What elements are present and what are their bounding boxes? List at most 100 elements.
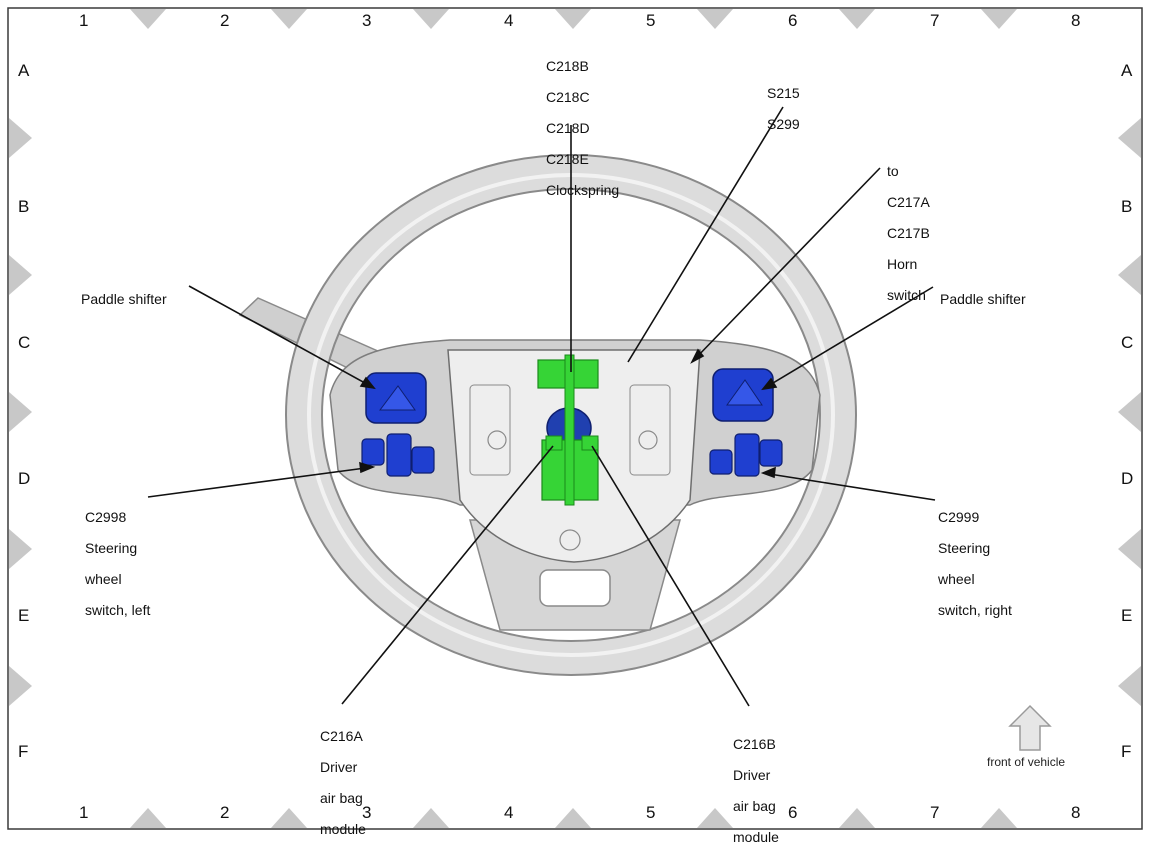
callout-switch-left: C2998 Steering wheel switch, left (85, 494, 150, 634)
leader-horn (691, 167, 881, 363)
callout-line: C218E (546, 150, 589, 167)
switch-right-button-3 (759, 439, 783, 467)
switch-right-button-1 (709, 449, 733, 475)
clockspring-harness (564, 354, 575, 506)
callout-line: switch, right (938, 601, 1012, 618)
zone-marker-left (9, 255, 32, 295)
leader-switch-left (147, 466, 374, 498)
zone-marker-left (9, 666, 32, 706)
grid-row-label: D (1121, 469, 1134, 488)
callout-airbag-b: C216B Driver air bag module (733, 721, 779, 861)
arrowhead-paddle-right (761, 377, 778, 391)
callout-splice: S215 S299 (767, 70, 800, 148)
callout-line: C216A (320, 727, 363, 744)
grid-row-label: B (1121, 197, 1133, 216)
switch-left-button-1 (361, 438, 385, 466)
grid-column-label: 7 (930, 11, 940, 30)
cavity-bracket-right (629, 384, 671, 476)
leader-airbag-b (591, 445, 750, 707)
zone-marker-top (271, 9, 307, 29)
grid-column-label: 3 (362, 803, 372, 822)
arrowhead-switch-left (359, 461, 376, 474)
callout-line: Driver (733, 766, 771, 783)
paddle-shifter-left-detail (379, 385, 416, 411)
leader-airbag-a (341, 445, 554, 705)
callout-line: C2998 (85, 508, 127, 525)
zone-marker-left (9, 392, 32, 432)
callout-line: Horn (887, 255, 918, 272)
wheel-rim (284, 154, 858, 676)
airbag-connector-b (581, 435, 599, 451)
callout-horn-switch: to C217A C217B Horn switch (887, 148, 930, 319)
zone-marker-right (1118, 255, 1141, 295)
steering-wheel (238, 154, 858, 676)
callout-line: Steering (938, 539, 991, 556)
callout-line: C218D (546, 119, 590, 136)
leader-paddle-right (762, 286, 934, 390)
zone-marker-right (1118, 529, 1141, 569)
arrowhead-switch-right (760, 466, 776, 479)
cavity-bolt-left (487, 430, 507, 450)
grid-row-label: F (18, 742, 29, 761)
callout-line: to (887, 162, 899, 179)
callout-line: switch (887, 286, 926, 303)
paddle-shifter-right-detail (726, 379, 763, 406)
callout-line: C217A (887, 193, 930, 210)
cavity-bolt-right (638, 430, 658, 450)
leader-paddle-left (188, 285, 375, 389)
callout-line: Driver (320, 758, 358, 775)
callout-clockspring: C218B C218C C218D C218E Clockspring (546, 43, 619, 214)
grid-row-label: A (18, 61, 30, 80)
grid-column-label: 1 (79, 11, 89, 30)
grid-column-label: 5 (646, 11, 656, 30)
grid-zone-markers (9, 9, 1141, 828)
zone-marker-bottom (697, 808, 733, 828)
arrowhead-horn (690, 348, 705, 364)
grid-column-label: 7 (930, 803, 940, 822)
grid-row-label: E (18, 606, 30, 625)
callout-line: wheel (938, 570, 975, 587)
grid-row-label: C (18, 333, 31, 352)
zone-marker-top (839, 9, 875, 29)
callout-line: C218C (546, 88, 590, 105)
callout-line: Steering (85, 539, 138, 556)
grid-column-label: 6 (788, 803, 798, 822)
callout-line: wheel (85, 570, 122, 587)
spoke-cutout (539, 569, 611, 607)
grid-column-label: 2 (220, 803, 230, 822)
callout-line: Paddle shifter (940, 290, 1026, 307)
zone-marker-top (981, 9, 1017, 29)
callout-line: S215 (767, 84, 800, 101)
callout-line: C218B (546, 57, 589, 74)
zone-marker-bottom (839, 808, 875, 828)
grid-row-label: B (18, 197, 30, 216)
zone-marker-right (1118, 392, 1141, 432)
zone-marker-top (555, 9, 591, 29)
callout-line: air bag (733, 797, 776, 814)
cavity-bracket-left (469, 384, 511, 476)
airbag-connector-a (545, 435, 563, 451)
grid-column-label: 2 (220, 11, 230, 30)
callout-line: Paddle shifter (81, 290, 167, 307)
grid-row-label: E (1121, 606, 1133, 625)
zone-marker-left (9, 529, 32, 569)
callout-switch-right: C2999 Steering wheel switch, right (938, 494, 1012, 634)
diagram-frame (7, 7, 1143, 830)
zone-marker-top (413, 9, 449, 29)
zone-marker-bottom (555, 808, 591, 828)
grid-column-label: 6 (788, 11, 798, 30)
location-diagram: 1 2 3 4 5 6 7 8 1 2 3 4 5 6 7 8 A B C D … (7, 7, 1143, 844)
switch-right-button-2 (734, 433, 760, 477)
zone-marker-bottom (413, 808, 449, 828)
callout-line: air bag (320, 789, 363, 806)
leader-switch-right (762, 472, 936, 501)
leader-lines (147, 106, 936, 707)
grid-column-label: 5 (646, 803, 656, 822)
grid-column-label: 3 (362, 11, 372, 30)
callout-line: Clockspring (546, 181, 620, 198)
zone-marker-bottom (981, 808, 1017, 828)
callout-airbag-a: C216A Driver air bag module (320, 713, 366, 853)
zone-marker-right (1118, 118, 1141, 158)
zone-marker-bottom (130, 808, 166, 828)
callout-line: C2999 (938, 508, 980, 525)
